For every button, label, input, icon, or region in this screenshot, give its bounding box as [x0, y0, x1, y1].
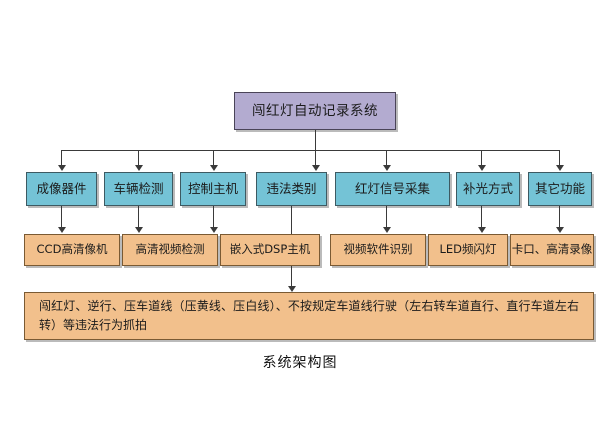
level2-node-other-functions: 其它功能 [528, 172, 592, 206]
arrow-l3-1 [57, 227, 66, 233]
connector-l2-l3-5 [386, 206, 387, 228]
connector-drop-l2-5 [386, 150, 387, 166]
arrow-l3-3 [209, 227, 218, 233]
diagram-caption: 系统架构图 [262, 355, 338, 371]
level2-label-3: 控制主机 [187, 180, 238, 196]
arrow-l3-5 [382, 227, 391, 233]
arrow-l2-6 [477, 165, 486, 171]
level2-label-5: 红灯信号采集 [354, 180, 430, 196]
level3-label-5: LED频闪灯 [439, 242, 497, 257]
level2-label-7: 其它功能 [534, 180, 585, 196]
arrow-l2-5 [382, 165, 391, 171]
connector-drop-l2-3 [213, 150, 214, 166]
level3-node-video-software-recognition: 视频软件识别 [330, 234, 426, 266]
leaf-node-label: 闯红灯、逆行、压车道线（压黄线、压白线）、不按规定车道线行驶（左右转车道直行、直… [39, 299, 579, 332]
arrow-l2-1 [57, 165, 66, 171]
level2-label-4: 违法类别 [266, 180, 317, 196]
leaf-node-violation-capture-list: 闯红灯、逆行、压车道线（压黄线、压白线）、不按规定车道线行驶（左右转车道直行、直… [24, 292, 594, 340]
level2-label-6: 补光方式 [462, 180, 513, 196]
level2-label-2: 车辆检测 [113, 180, 164, 196]
level3-label-6: 卡口、高清录像 [511, 242, 593, 257]
connector-drop-l2-2 [138, 150, 139, 166]
arrow-l3-7 [555, 227, 564, 233]
connector-l2-l3-1 [61, 206, 62, 228]
level3-label-1: CCD高清像机 [36, 242, 108, 257]
level3-label-3: 嵌入式DSP主机 [229, 242, 311, 257]
connector-drop-l2-7 [559, 150, 560, 166]
arrow-l2-3 [209, 165, 218, 171]
level2-node-fill-light-method: 补光方式 [456, 172, 520, 206]
root-node-label: 闯红灯自动记录系统 [252, 102, 378, 119]
arrow-l2-7 [555, 165, 564, 171]
level2-label-1: 成像器件 [36, 180, 87, 196]
level3-label-2: 高清视频检测 [135, 242, 205, 257]
connector-drop-l2-1 [61, 150, 62, 166]
connector-l2-l3-3 [213, 206, 214, 228]
root-node-system: 闯红灯自动记录系统 [234, 92, 396, 130]
level2-node-imaging-device: 成像器件 [26, 172, 97, 206]
arrow-l3-6 [477, 227, 486, 233]
level3-node-led-strobe-light: LED频闪灯 [428, 234, 508, 266]
level2-node-red-light-signal-acquisition: 红灯信号采集 [335, 172, 450, 206]
level3-node-hd-video-detection: 高清视频检测 [122, 234, 218, 266]
arrow-l2-2 [134, 165, 143, 171]
arrow-leaf-from-violation [287, 286, 296, 292]
level2-node-vehicle-detection: 车辆检测 [104, 172, 173, 206]
connector-drop-l2-6 [481, 150, 482, 166]
level2-node-control-host: 控制主机 [180, 172, 246, 206]
connector-drop-l2-4 [315, 150, 316, 166]
arrow-l2-4 [311, 165, 320, 171]
connector-root-stem [315, 130, 316, 150]
connector-l2-l3-7 [559, 206, 560, 228]
connector-bus-level2 [61, 150, 560, 151]
level3-node-embedded-dsp-host: 嵌入式DSP主机 [220, 234, 320, 266]
level3-label-4: 视频软件识别 [343, 242, 413, 257]
level3-node-ccd-hd-camera: CCD高清像机 [24, 234, 120, 266]
connector-l2-l3-2 [138, 206, 139, 228]
level2-node-violation-category: 违法类别 [256, 172, 327, 206]
level3-node-checkpoint-hd-recording: 卡口、高清录像 [510, 234, 594, 266]
connector-l2-l3-6 [481, 206, 482, 228]
arrow-l3-2 [134, 227, 143, 233]
